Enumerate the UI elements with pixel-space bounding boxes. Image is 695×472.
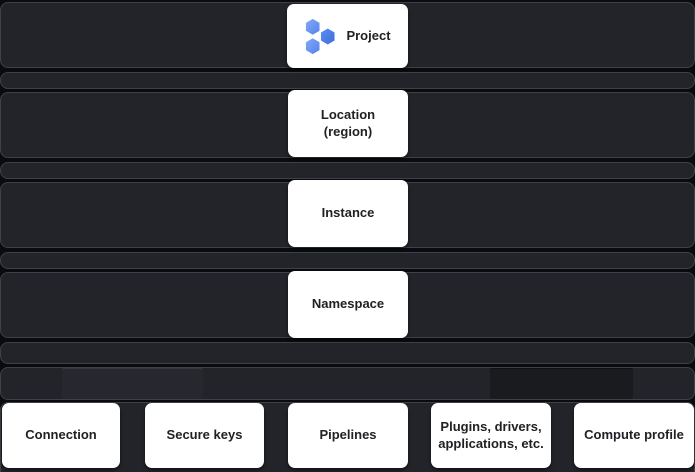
separator-band-2	[0, 162, 695, 179]
node-plugins: Plugins, drivers, applications, etc.	[431, 403, 551, 468]
node-instance: Instance	[288, 180, 408, 247]
node-project-label: Project	[346, 27, 391, 43]
group-shade-left	[62, 368, 203, 399]
node-compute-profile-label: Compute profile	[584, 427, 684, 443]
data-fusion-hexagons-icon	[304, 17, 336, 55]
node-compute-profile: Compute profile	[574, 403, 694, 468]
separator-band-4	[0, 342, 695, 364]
node-secure-keys-label: Secure keys	[166, 427, 243, 443]
node-project: Project	[287, 4, 408, 68]
node-connection: Connection	[2, 403, 120, 468]
node-pipelines: Pipelines	[288, 403, 408, 468]
node-location-label: Location (region)	[320, 106, 376, 139]
node-connection-label: Connection	[25, 427, 97, 443]
node-secure-keys: Secure keys	[145, 403, 264, 468]
node-namespace-label: Namespace	[311, 296, 385, 312]
node-instance-label: Instance	[321, 205, 375, 221]
node-plugins-label: Plugins, drivers, applications, etc.	[438, 418, 544, 451]
node-location: Location (region)	[288, 90, 408, 157]
group-shade-right	[490, 368, 633, 399]
separator-band-1	[0, 72, 695, 89]
node-pipelines-label: Pipelines	[319, 427, 377, 443]
node-namespace: Namespace	[288, 271, 408, 338]
separator-band-3	[0, 252, 695, 269]
